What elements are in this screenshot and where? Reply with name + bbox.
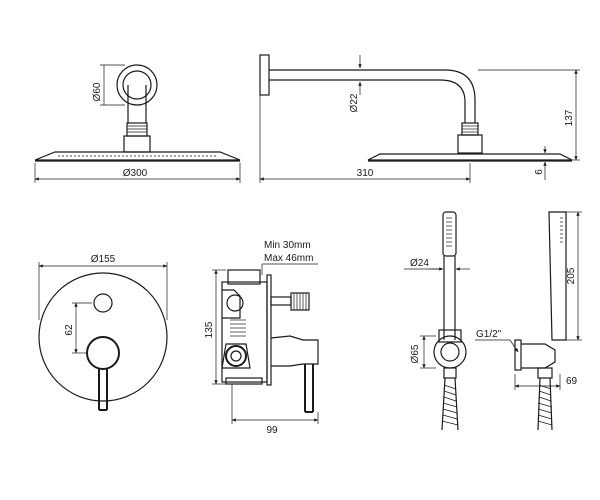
label-max-depth: Max 46mm — [264, 253, 313, 264]
dim-d24: Ø24 — [410, 258, 429, 269]
dim-69: 69 — [566, 376, 578, 387]
dim-310: 310 — [357, 168, 374, 179]
hand-shower-side-view — [475, 211, 582, 431]
mixer-plate-front-view — [38, 262, 168, 411]
dim-99: 99 — [266, 425, 278, 436]
shower-head-side-view — [259, 54, 580, 183]
dim-135: 135 — [204, 321, 215, 338]
dim-6: 6 — [534, 169, 545, 175]
label-min-depth: Min 30mm — [264, 240, 311, 251]
shower-head-front-view — [34, 64, 241, 183]
hand-shower-front-view — [404, 211, 470, 431]
dim-d65: Ø65 — [410, 344, 421, 363]
dim-d22: Ø22 — [349, 93, 360, 112]
dim-d155: Ø155 — [91, 254, 116, 265]
dim-62: 62 — [64, 324, 75, 336]
label-thread: G1/2" — [476, 329, 502, 340]
dim-d300: Ø300 — [123, 168, 148, 179]
dim-205: 205 — [566, 267, 577, 284]
dim-137: 137 — [564, 109, 575, 126]
mixer-valve-side-view — [212, 263, 319, 424]
dim-d60: Ø60 — [92, 82, 103, 101]
